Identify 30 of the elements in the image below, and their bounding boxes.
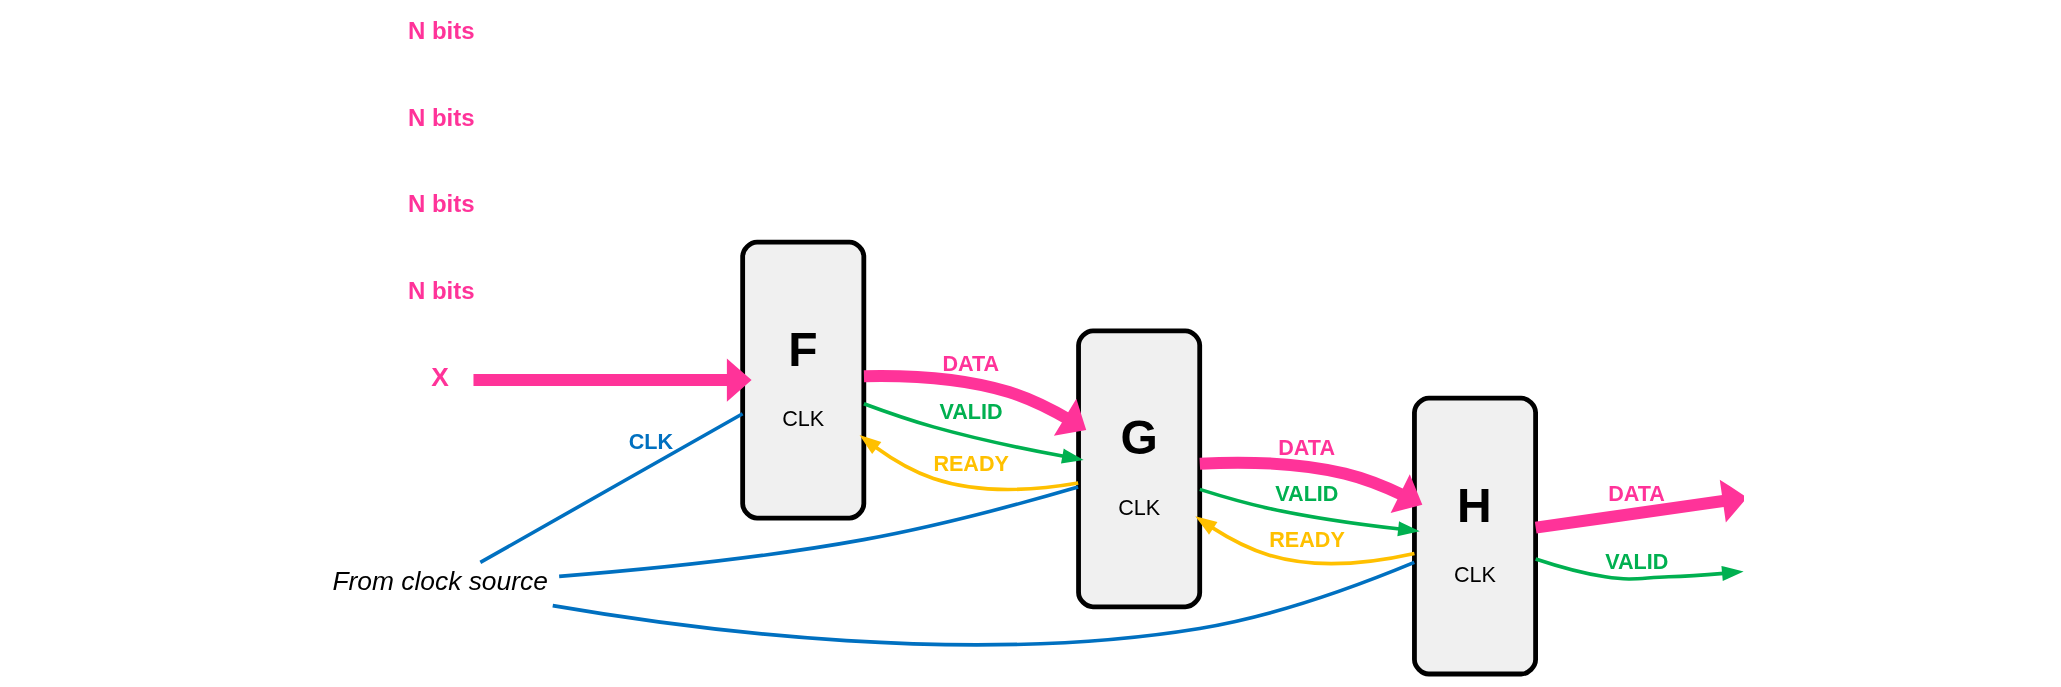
node-text: From clock source bbox=[331, 565, 548, 596]
label: N bits bbox=[407, 103, 475, 131]
arrow bbox=[1534, 557, 1744, 582]
node-text: X bbox=[430, 361, 449, 392]
edge-label: VALID bbox=[1604, 548, 1668, 574]
arrow bbox=[859, 434, 1078, 492]
edge-label: VALID bbox=[938, 398, 1003, 424]
edge-label: READY bbox=[1268, 527, 1345, 553]
arrow bbox=[1534, 479, 1744, 534]
edge-label: DATA bbox=[1277, 434, 1335, 460]
arrow bbox=[1199, 456, 1422, 514]
edge-label: DATA bbox=[1607, 480, 1665, 506]
label: N bits bbox=[407, 276, 475, 304]
arrow bbox=[1198, 487, 1420, 537]
edge-label: READY bbox=[932, 450, 1009, 476]
connector bbox=[558, 485, 1079, 579]
connector bbox=[551, 560, 1415, 647]
label: N bits bbox=[407, 190, 475, 218]
label: N bits bbox=[407, 17, 475, 45]
edge-label: VALID bbox=[1274, 480, 1338, 506]
arrow bbox=[863, 370, 1086, 436]
edge-label: DATA bbox=[941, 350, 999, 376]
arrow bbox=[862, 402, 1084, 464]
arrow bbox=[1194, 516, 1415, 566]
node-box: G CLK bbox=[1075, 328, 1202, 610]
connector bbox=[478, 412, 743, 564]
node-box: H CLK bbox=[1411, 395, 1538, 677]
edge-label: CLK bbox=[628, 428, 673, 454]
arrow bbox=[472, 358, 752, 402]
node-box: F CLK bbox=[739, 239, 866, 521]
